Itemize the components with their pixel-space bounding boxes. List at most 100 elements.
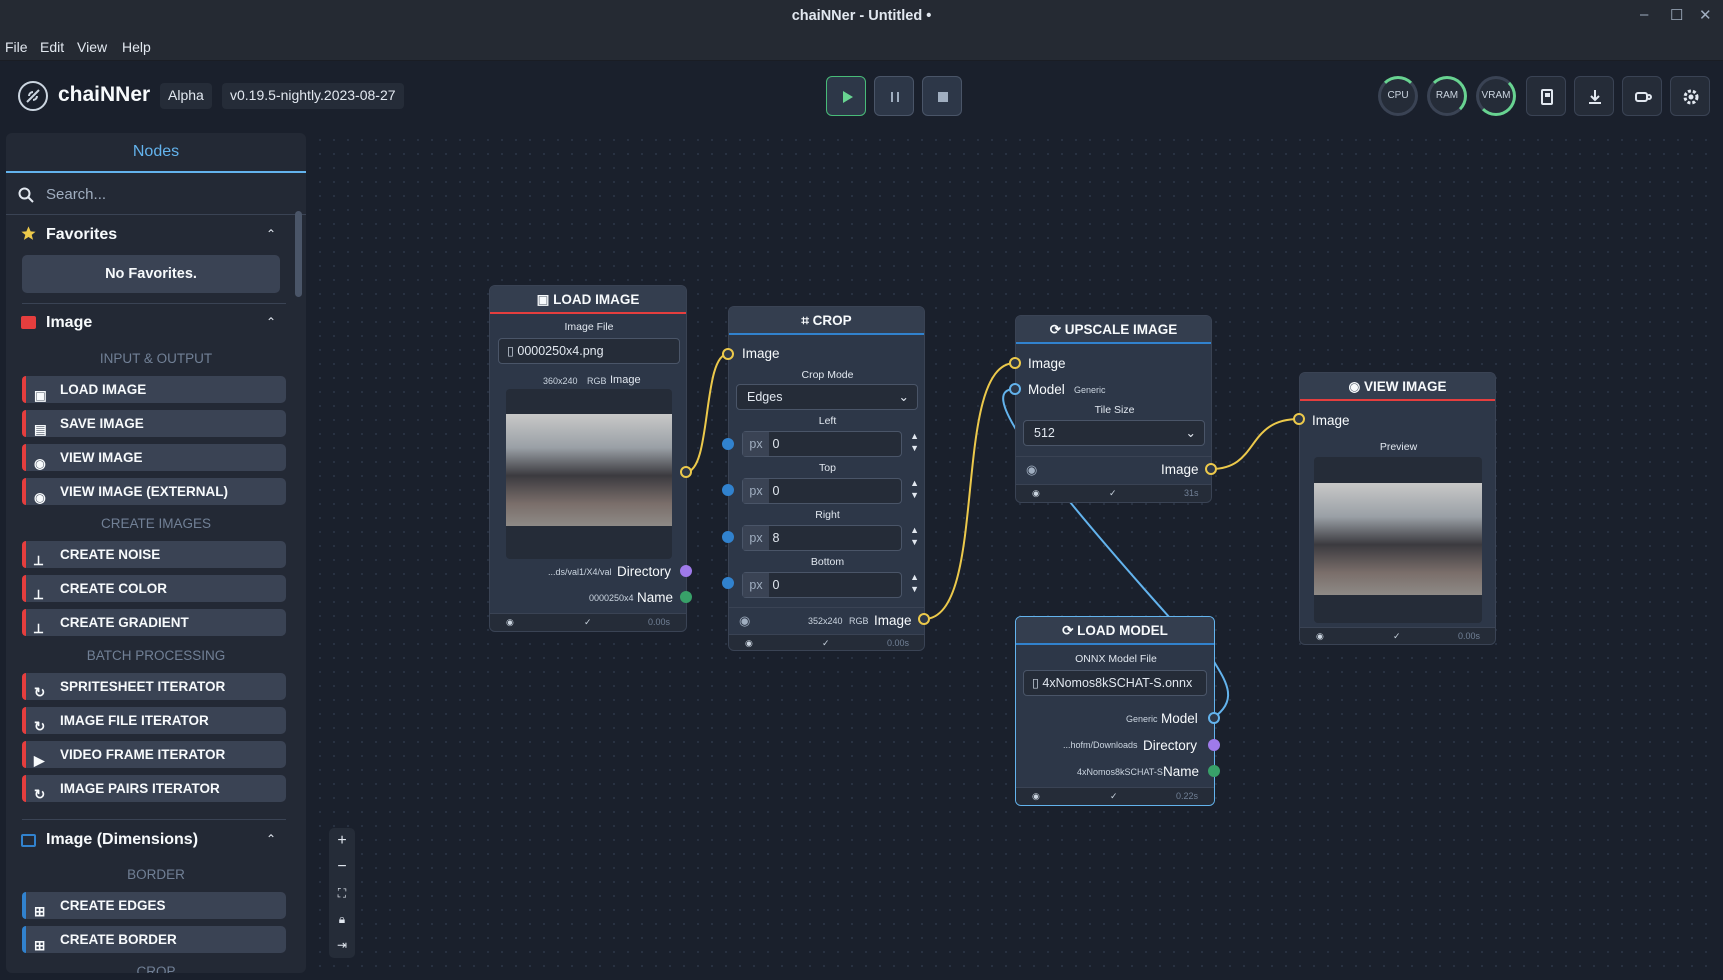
node-item-create-color[interactable]: ⟂CREATE COLOR: [22, 575, 286, 602]
image-category-title[interactable]: Image: [46, 314, 93, 331]
minimize-icon[interactable]: –: [1640, 6, 1649, 23]
zoom-out-button[interactable]: −: [329, 854, 355, 880]
image-preview: [1314, 457, 1482, 623]
port-image-in[interactable]: [1293, 413, 1305, 425]
model-file-input[interactable]: ▯ 4xNomos8kSCHAT-S.onnx: [1023, 670, 1207, 696]
output-label: Name: [637, 590, 674, 605]
menu-help[interactable]: Help: [122, 39, 151, 55]
node-footer: ◉ ✓ 31s: [1016, 484, 1211, 502]
node-crop[interactable]: ⌗ CROP Image Crop Mode Edges ⌄ Left px 0…: [728, 306, 925, 651]
top-input[interactable]: px 0▲▼: [742, 478, 919, 504]
node-item-image-file-iterator[interactable]: ↻IMAGE FILE ITERATOR: [22, 707, 286, 734]
port-top-in[interactable]: [722, 484, 734, 496]
port-right-in[interactable]: [722, 531, 734, 543]
settings-button[interactable]: [1670, 76, 1710, 116]
app-brand: chaiNNer: [58, 83, 151, 106]
node-load-model[interactable]: ⟳ LOAD MODEL ONNX Model File ▯ 4xNomos8k…: [1015, 616, 1215, 806]
node-item-view-image[interactable]: ◉VIEW IMAGE: [22, 444, 286, 471]
node-item-create-edges[interactable]: ⊞CREATE EDGES: [22, 892, 286, 919]
lock-button[interactable]: 🔒︎: [329, 906, 355, 932]
vram-gauge: VRAM: [1476, 76, 1516, 116]
node-item-video-frame-iterator[interactable]: ▶VIDEO FRAME ITERATOR: [22, 741, 286, 768]
tab-nodes[interactable]: Nodes: [6, 133, 306, 173]
port-model-out[interactable]: [1208, 712, 1220, 724]
pause-button[interactable]: [874, 76, 914, 116]
node-view-image[interactable]: ◉ VIEW IMAGE Image Preview ◉ ✓ 0.00s: [1299, 372, 1496, 645]
crop-mode-select[interactable]: Edges ⌄: [736, 384, 918, 410]
download-button[interactable]: [1574, 76, 1614, 116]
play-icon: [843, 91, 853, 103]
search-icon: [18, 187, 34, 203]
dimensions-category-icon: [21, 834, 36, 847]
image-icon: ▣: [536, 292, 554, 307]
tile-size-select[interactable]: 512 ⌄: [1023, 420, 1205, 446]
stop-button[interactable]: [922, 76, 962, 116]
port-left-in[interactable]: [722, 438, 734, 450]
field-label: Top: [819, 462, 836, 474]
node-item-spritesheet-iterator[interactable]: ↻SPRITESHEET ITERATOR: [22, 673, 286, 700]
chevron-up-icon[interactable]: ⌃: [266, 227, 277, 241]
file-icon: ▯: [507, 344, 514, 358]
dimensions-category-title[interactable]: Image (Dimensions): [46, 831, 199, 848]
output-row: ◉ 352x240 RGB Image: [729, 607, 924, 633]
zoom-in-button[interactable]: +: [329, 828, 355, 854]
type-label: Generic: [1074, 385, 1106, 395]
node-item-load-image[interactable]: ▣LOAD IMAGE: [22, 376, 286, 403]
play-icon[interactable]: ◉: [506, 617, 514, 627]
node-item-image-pairs-iterator[interactable]: ↻IMAGE PAIRS ITERATOR: [22, 775, 286, 802]
timing: 31s: [1184, 488, 1199, 498]
favorites-title[interactable]: Favorites: [46, 226, 118, 243]
play-icon[interactable]: ◉: [1032, 791, 1040, 801]
play-icon[interactable]: ◉: [1316, 631, 1324, 641]
node-search[interactable]: Search...: [6, 175, 306, 215]
port-name-out[interactable]: [1208, 765, 1220, 777]
chevron-up-icon[interactable]: ⌃: [266, 315, 277, 329]
port-directory-out[interactable]: [1208, 739, 1220, 751]
play-icon[interactable]: ◉: [1032, 488, 1040, 498]
menu-view[interactable]: View: [77, 39, 108, 55]
node-item-create-gradient[interactable]: ⟂CREATE GRADIENT: [22, 609, 286, 636]
port-name-out[interactable]: [680, 591, 692, 603]
node-load-image[interactable]: ▣ LOAD IMAGE Image File ▯ 0000250x4.png …: [489, 285, 687, 632]
sidebar-scrollbar[interactable]: [295, 211, 302, 297]
menu-bar: File Edit View Help: [0, 34, 1723, 61]
left-input[interactable]: px 0▲▼: [742, 431, 919, 457]
check-icon: ✓: [1109, 488, 1117, 498]
docs-button[interactable]: [1526, 76, 1566, 116]
node-item-view-image-external[interactable]: ◉VIEW IMAGE (EXTERNAL): [22, 478, 286, 505]
chevron-up-icon[interactable]: ⌃: [266, 832, 277, 846]
port-image-in[interactable]: [722, 348, 734, 360]
bottom-input[interactable]: px 0▲▼: [742, 572, 919, 598]
fit-view-button[interactable]: ⛶: [329, 880, 355, 906]
close-icon[interactable]: ✕: [1699, 7, 1712, 24]
port-image-out[interactable]: [1205, 463, 1217, 475]
node-sidebar: Nodes Search... Favorites ⌃ No Favorites…: [6, 133, 306, 973]
maximize-icon[interactable]: ☐: [1670, 7, 1684, 24]
port-directory-out[interactable]: [680, 565, 692, 577]
loop-icon: ↻: [34, 685, 46, 700]
support-button[interactable]: [1622, 76, 1662, 116]
run-button[interactable]: [826, 76, 866, 116]
port-model-in[interactable]: [1009, 383, 1021, 395]
node-item-save-image[interactable]: ▤SAVE IMAGE: [22, 410, 286, 437]
menu-file[interactable]: File: [5, 39, 28, 55]
port-bottom-in[interactable]: [722, 577, 734, 589]
eye-icon[interactable]: ◉: [739, 613, 751, 628]
image-file-input[interactable]: ▯ 0000250x4.png: [498, 338, 680, 364]
eye-icon[interactable]: ◉: [1026, 462, 1038, 477]
node-item-create-border[interactable]: ⊞CREATE BORDER: [22, 926, 286, 953]
port-image-in[interactable]: [1009, 357, 1021, 369]
port-image-out[interactable]: [918, 613, 930, 625]
create-icon: ⟂: [34, 621, 44, 636]
menu-edit[interactable]: Edit: [40, 39, 65, 55]
node-upscale-image[interactable]: ⟳ UPSCALE IMAGE Image Model Generic Tile…: [1015, 315, 1212, 503]
port-image-out[interactable]: [680, 466, 692, 478]
node-item-create-noise[interactable]: ⟂CREATE NOISE: [22, 541, 286, 568]
play-icon[interactable]: ◉: [745, 638, 753, 648]
export-button[interactable]: ⇥: [329, 932, 355, 958]
right-input[interactable]: px 8▲▼: [742, 525, 919, 551]
image-icon: ▣: [34, 388, 47, 403]
name-value: 4xNomos8kSCHAT-S: [1077, 767, 1163, 777]
dir-value: ...ds/val1/X4/val: [548, 567, 612, 577]
search-input[interactable]: Search...: [46, 186, 107, 203]
